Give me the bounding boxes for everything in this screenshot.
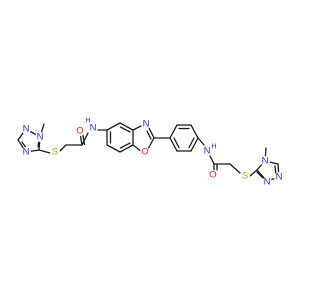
atom-label: N — [262, 156, 269, 167]
bond — [119, 144, 134, 153]
bond — [146, 130, 152, 140]
atom-label: N — [90, 123, 97, 134]
bond — [148, 127, 155, 139]
bond — [106, 122, 121, 131]
bond — [38, 149, 51, 154]
bond — [188, 137, 195, 149]
bond — [229, 163, 241, 174]
bond — [169, 124, 178, 139]
atom-label: O — [141, 147, 148, 158]
bond — [249, 169, 258, 177]
bond — [190, 124, 199, 139]
molecule-structure: N N N S O N H N O N H O S N N N — [17, 118, 284, 188]
bond — [119, 126, 131, 133]
bond — [209, 155, 215, 165]
atom-label: N — [143, 119, 150, 130]
atom-label: N — [23, 147, 30, 158]
bond — [119, 122, 134, 131]
atom-labels: N N N S O N H N O N H O S N N N — [21, 118, 284, 188]
bond — [119, 142, 131, 149]
bond — [190, 137, 199, 152]
bond — [147, 137, 155, 150]
molecule-structure-canvas: N N N S O N H N O N H O S N N N — [17, 118, 284, 188]
bond — [132, 124, 144, 131]
atom-label: S — [242, 171, 248, 182]
atom-label: O — [76, 126, 83, 137]
bond — [173, 137, 180, 149]
bond — [81, 132, 89, 146]
atom-label: N — [204, 146, 211, 157]
bond — [106, 144, 121, 153]
atom-label: N — [23, 124, 30, 135]
atom-label: H — [85, 118, 90, 125]
atom-label: S — [52, 147, 58, 158]
bond — [256, 171, 264, 179]
bond — [59, 144, 67, 152]
atom-label: N — [37, 132, 44, 143]
atom-label: N — [276, 172, 283, 183]
atom-label: O — [209, 170, 216, 181]
atom-label: N — [264, 177, 271, 188]
bond — [169, 137, 178, 152]
atom-label: H — [211, 144, 216, 151]
bond — [197, 137, 205, 146]
